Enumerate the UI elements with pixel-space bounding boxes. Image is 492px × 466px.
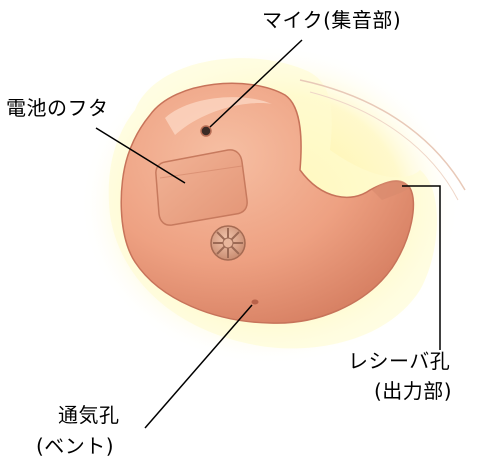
receiver-hole-label: レシーバ孔 (348, 349, 450, 373)
receiver-hole-sublabel: (出力部) (374, 379, 452, 403)
battery-cover-label: 電池のフタ (6, 96, 109, 120)
battery-cover (156, 150, 247, 225)
vent-hole (252, 300, 259, 305)
vent-sublabel: (ベント) (36, 434, 114, 458)
microphone-hole (201, 126, 211, 136)
microphone-label: マイク(集音部) (262, 8, 401, 32)
vent-label: 通気孔 (58, 403, 120, 427)
volume-knob (211, 226, 245, 260)
